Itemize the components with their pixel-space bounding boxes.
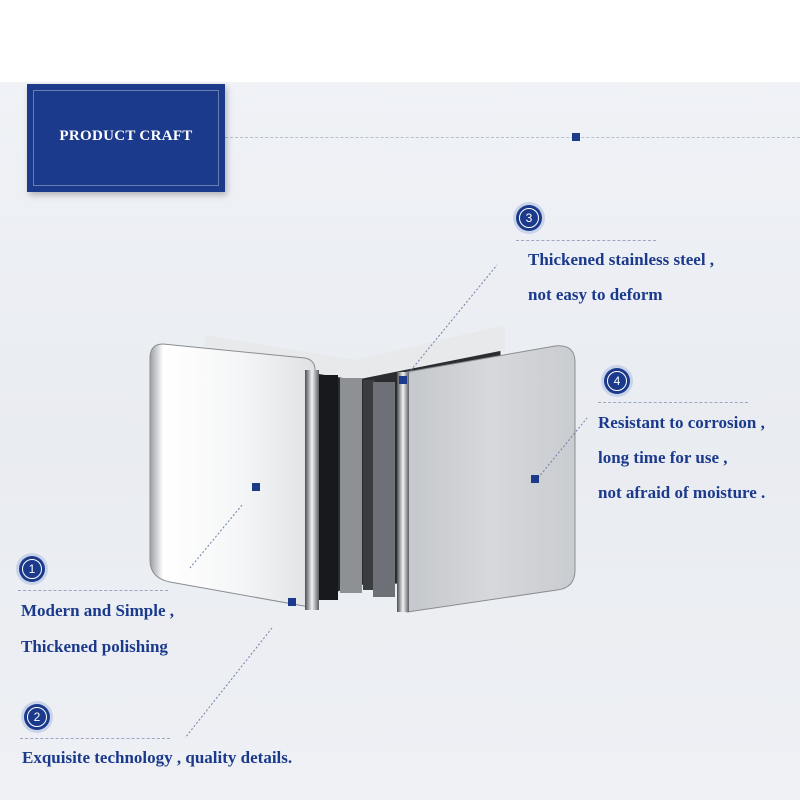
feature-2-line-1: Exquisite technology , quality details. — [22, 748, 293, 767]
feature-4-line-3: not afraid of moisture . — [598, 483, 766, 502]
callout-marker-4 — [531, 475, 539, 483]
feature-underline-4 — [598, 402, 748, 403]
feature-underline-1 — [18, 590, 168, 591]
header-divider — [225, 137, 800, 138]
feature-1-line-1: Modern and Simple , — [21, 601, 175, 620]
feature-underline-3 — [516, 240, 656, 241]
top-band — [0, 0, 800, 82]
header-frame — [33, 90, 219, 186]
section-title: PRODUCT CRAFT — [59, 128, 193, 144]
feature-1-line-2: Thickened polishing — [21, 637, 168, 656]
callout-marker-2 — [288, 598, 296, 606]
feature-3-line-1: Thickened stainless steel , — [528, 250, 715, 269]
feature-badge-1: 1 — [19, 556, 45, 582]
feature-badge-4: 4 — [604, 368, 630, 394]
section-header: PRODUCT CRAFT — [27, 84, 225, 192]
feature-3-line-2: not easy to deform — [528, 285, 663, 304]
callout-marker-1 — [252, 483, 260, 491]
feature-4-line-1: Resistant to corrosion , — [598, 413, 765, 432]
glass-clamp-image — [149, 325, 576, 613]
feature-badge-2: 2 — [24, 704, 50, 730]
divider-marker — [572, 133, 580, 141]
feature-badge-3: 3 — [516, 205, 542, 231]
callout-marker-3 — [399, 376, 407, 384]
feature-underline-2 — [20, 738, 170, 739]
feature-4-line-2: long time for use , — [598, 448, 728, 467]
